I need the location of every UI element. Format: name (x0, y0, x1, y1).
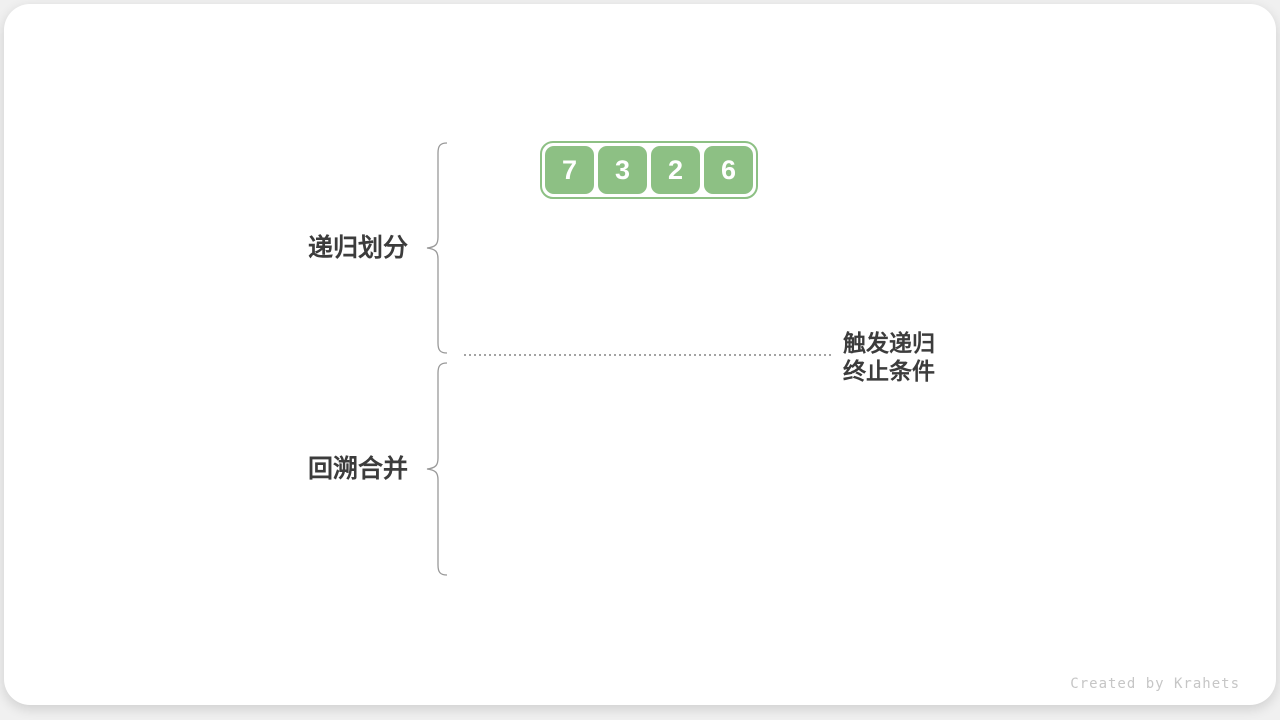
curly-brace-top (426, 142, 448, 354)
array-cell: 7 (545, 146, 594, 194)
array-cell: 3 (598, 146, 647, 194)
dotted-divider-line (464, 354, 832, 356)
credit-text: Created by Krahets (1070, 676, 1240, 692)
array-cell: 2 (651, 146, 700, 194)
array-cell: 6 (704, 146, 753, 194)
array-container: 7 3 2 6 (540, 141, 758, 199)
label-termination-line2: 终止条件 (843, 358, 935, 384)
label-backtrack-merge: 回溯合并 (307, 455, 408, 483)
label-termination-line1: 触发递归 (843, 330, 935, 356)
label-recursive-divide: 递归划分 (307, 234, 408, 262)
curly-brace-bottom (426, 362, 448, 576)
label-termination-condition: 触发递归 终止条件 (843, 329, 935, 385)
